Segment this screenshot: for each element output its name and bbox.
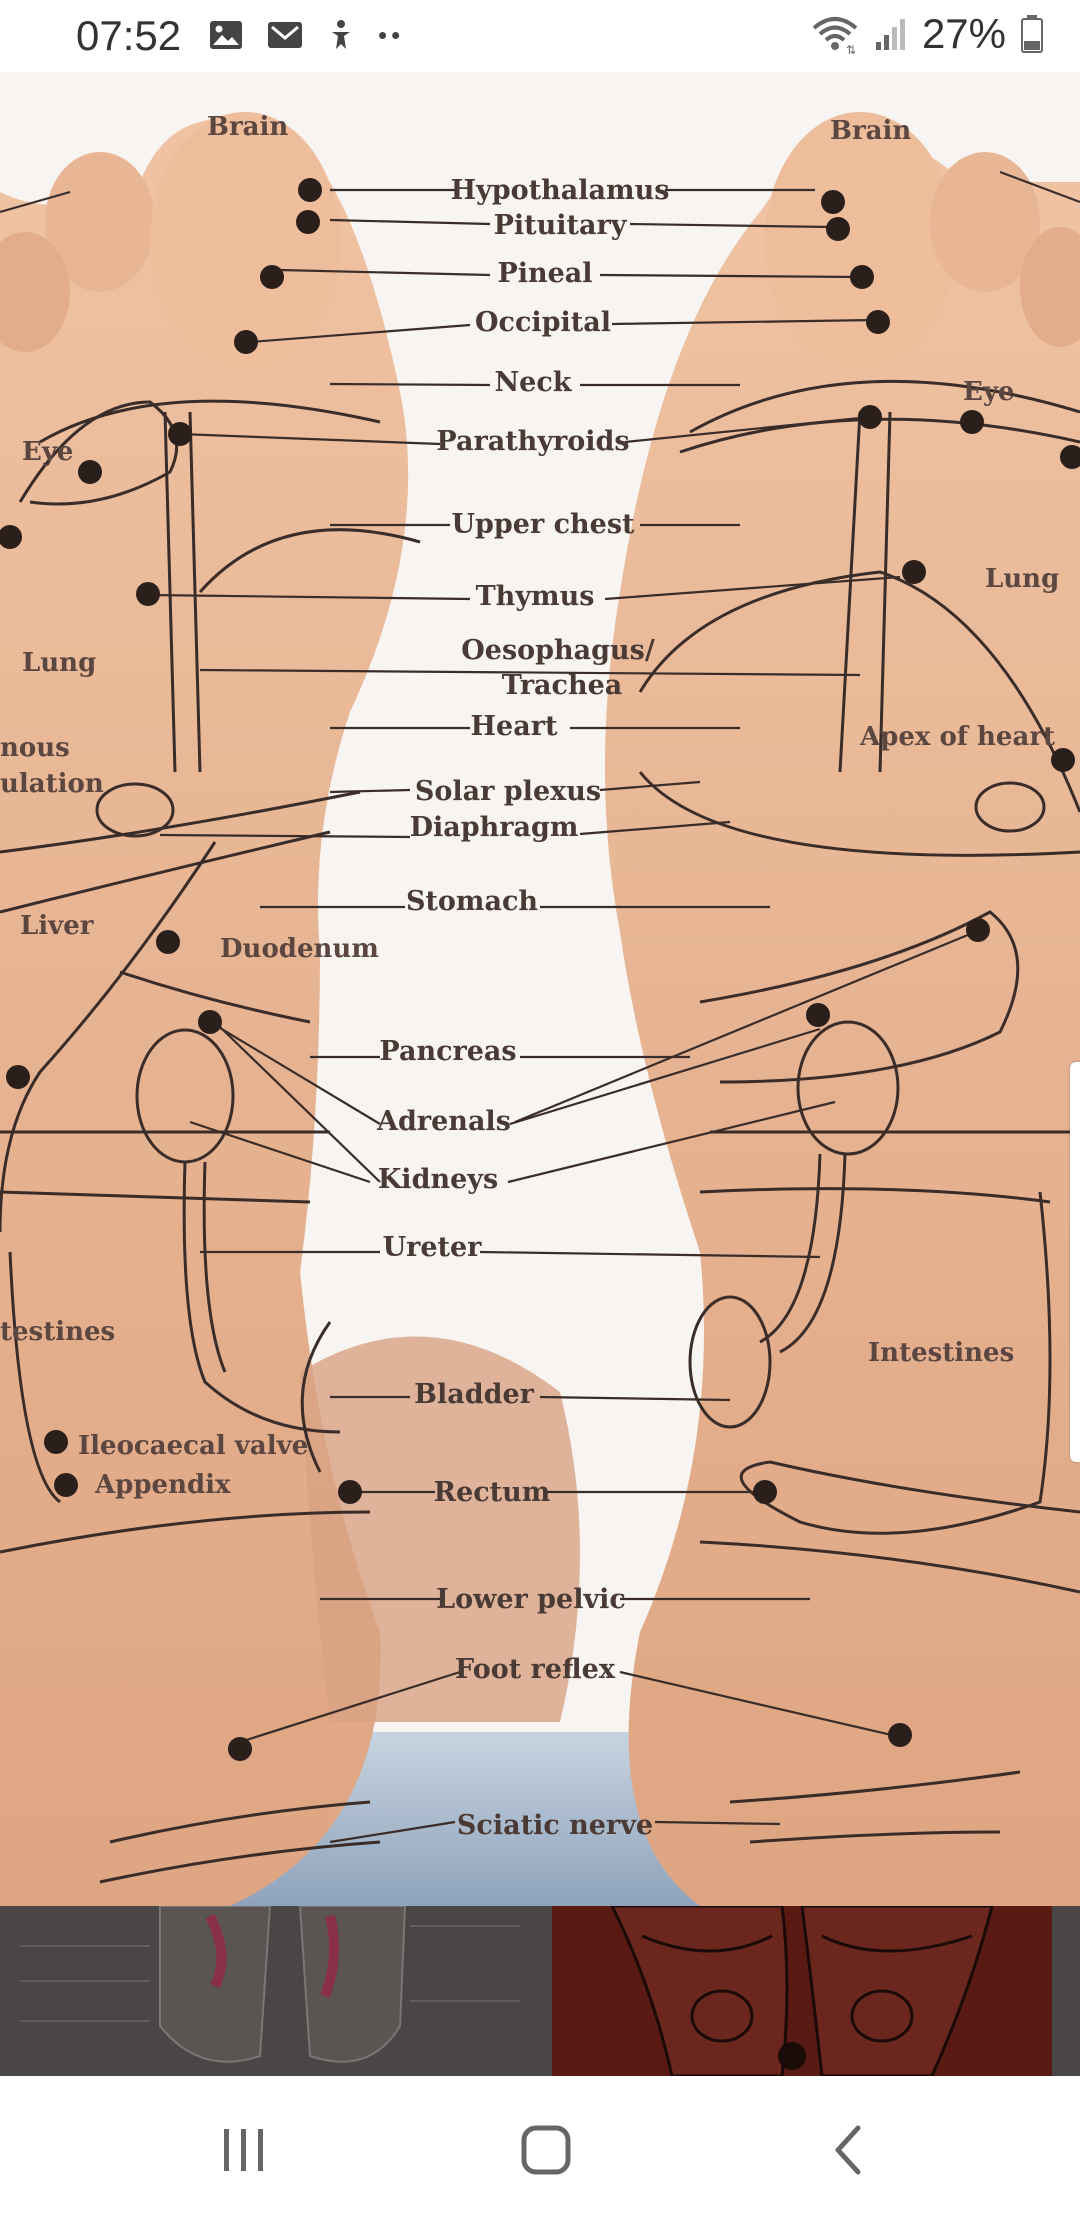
label-kidneys: Kidneys — [378, 1164, 498, 1195]
battery-percent: 27% — [921, 10, 1006, 57]
gallery-icon — [210, 21, 242, 49]
label-right-intestines: Intestines — [868, 1338, 1014, 1368]
label-heart: Heart — [471, 711, 558, 742]
label-lower-pelvic: Lower pelvic — [436, 1584, 626, 1615]
label-right-lung: Lung — [985, 564, 1059, 594]
label-left-intestines: testines — [0, 1317, 115, 1347]
status-time: 07:52 — [76, 12, 182, 59]
label-adrenals: Adrenals — [376, 1106, 511, 1137]
reflex-points — [0, 178, 1080, 1761]
thumbnail-2[interactable] — [552, 1906, 1052, 2076]
label-stomach: Stomach — [406, 886, 538, 917]
accessibility-icon — [332, 20, 350, 49]
label-solar-plexus: Solar plexus — [415, 776, 601, 807]
wifi-icon: ⇅ — [812, 17, 858, 54]
email-icon — [268, 22, 302, 48]
label-thymus: Thymus — [476, 581, 595, 612]
recent-apps-button[interactable] — [204, 2110, 284, 2190]
foot-reflexology-chart: Hypothalamus Pituitary Pineal Occipital … — [0, 72, 1080, 1906]
label-parathyroids: Parathyroids — [436, 426, 629, 457]
notification-icons: •• — [208, 18, 404, 52]
label-left-lung: Lung — [22, 648, 96, 678]
svg-text:⇅: ⇅ — [846, 43, 856, 54]
status-bar: 07:52 •• ⇅ 27% — [0, 0, 1080, 70]
related-images-strip[interactable] — [0, 1906, 1080, 2076]
label-right-brain: Brain — [830, 116, 911, 146]
label-left-appendix: Appendix — [94, 1470, 231, 1500]
label-hypothalamus: Hypothalamus — [451, 175, 670, 206]
scroll-indicator[interactable] — [1070, 1062, 1080, 1462]
label-left-duodenum: Duodenum — [220, 934, 379, 964]
battery-icon — [1021, 15, 1043, 53]
recent-apps-icon — [224, 2129, 263, 2171]
label-sciatic-nerve: Sciatic nerve — [457, 1810, 653, 1841]
label-right-apex-heart: Apex of heart — [859, 722, 1055, 752]
label-rectum: Rectum — [434, 1477, 551, 1508]
label-left-brain: Brain — [207, 112, 288, 142]
back-button[interactable] — [808, 2110, 888, 2190]
label-pituitary: Pituitary — [494, 210, 628, 241]
label-left-venous: nous — [0, 733, 70, 763]
signal-icon — [875, 19, 905, 50]
status-right: ⇅ 27% — [810, 10, 1044, 58]
label-bladder: Bladder — [414, 1379, 535, 1410]
thumbnail-1[interactable] — [0, 1906, 552, 2076]
label-right-eye: Eye — [963, 377, 1014, 407]
label-diaphragm: Diaphragm — [410, 812, 579, 843]
label-left-liver: Liver — [20, 911, 94, 941]
label-oesophagus: Oesophagus/ — [461, 635, 655, 666]
label-occipital: Occipital — [475, 307, 611, 338]
label-pineal: Pineal — [497, 258, 592, 289]
more-notifications-icon: •• — [378, 19, 405, 50]
label-trachea: Trachea — [502, 670, 623, 701]
left-foot-labels: Brain Eye Lung nous ulation Liver Duoden… — [0, 112, 379, 1500]
image-viewer[interactable]: Hypothalamus Pituitary Pineal Occipital … — [0, 72, 1080, 1906]
home-icon — [521, 2125, 571, 2175]
label-left-eye: Eye — [22, 437, 73, 467]
right-foot — [605, 142, 1080, 1906]
label-left-circulation: ulation — [0, 769, 104, 799]
home-button[interactable] — [506, 2110, 586, 2190]
label-foot-reflex: Foot reflex — [455, 1654, 616, 1685]
label-neck: Neck — [494, 367, 572, 398]
organ-labels: Hypothalamus Pituitary Pineal Occipital … — [376, 175, 669, 1841]
back-icon — [835, 2125, 861, 2175]
label-upper-chest: Upper chest — [451, 509, 635, 540]
label-left-ileocaecal: Ileocaecal valve — [78, 1431, 308, 1461]
right-foot-labels: Brain Eye Lung Apex of heart Intestines — [830, 116, 1059, 1368]
navigation-bar — [0, 2076, 1080, 2220]
label-pancreas: Pancreas — [379, 1036, 516, 1067]
label-ureter: Ureter — [383, 1232, 483, 1263]
